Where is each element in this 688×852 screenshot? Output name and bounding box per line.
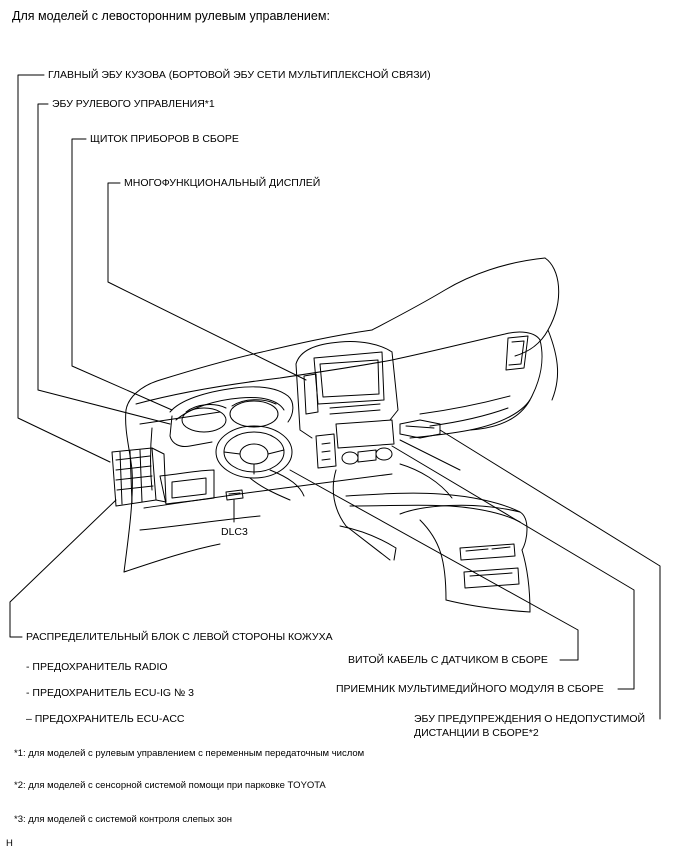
footnote-1: *1: для моделей с рулевым управлением с … [14, 748, 365, 759]
leader-lines [9, 74, 661, 720]
footnote-3: *3: для моделей с системой контроля слеп… [14, 814, 233, 825]
label-multi-display: МНОГОФУНКЦИОНАЛЬНЫЙ ДИСПЛЕЙ [124, 177, 321, 189]
label-junction-block: РАСПРЕДЕЛИТЕЛЬНЫЙ БЛОК С ЛЕВОЙ СТОРОНЫ К… [26, 631, 333, 643]
label-multimedia-receiver: ПРИЕМНИК МУЛЬТИМЕДИЙНОГО МОДУЛЯ В СБОРЕ [336, 683, 604, 695]
label-dlc3: DLC3 [221, 526, 248, 538]
label-body-ecu: ГЛАВНЫЙ ЭБУ КУЗОВА (БОРТОВОЙ ЭБУ СЕТИ МУ… [48, 69, 431, 81]
dlc3-connector-part [225, 489, 244, 501]
label-steering-ecu: ЭБУ РУЛЕВОГО УПРАВЛЕНИЯ*1 [52, 98, 215, 110]
diagram-title: Для моделей с левосторонним рулевым упра… [12, 9, 330, 23]
junction-block-part [111, 447, 167, 507]
label-clearance-ecu-line2: ДИСТАНЦИИ В СБОРЕ*2 [414, 727, 539, 739]
label-fuse-ecu-ig: - ПРЕДОХРАНИТЕЛЬ ECU-IG № 3 [26, 687, 195, 699]
label-clearance-ecu-line1: ЭБУ ПРЕДУПРЕЖДЕНИЯ О НЕДОПУСТИМОЙ [414, 713, 646, 725]
label-fuse-radio: - ПРЕДОХРАНИТЕЛЬ RADIO [26, 661, 168, 673]
label-fuse-ecu-acc: – ПРЕДОХРАНИТЕЛЬ ECU-ACC [26, 713, 185, 725]
corner-mark: H [6, 838, 13, 849]
dashboard-body [123, 257, 560, 613]
label-combination-meter: ЩИТОК ПРИБОРОВ В СБОРЕ [90, 133, 239, 145]
footnote-2: *2: для моделей с сенсорной системой пом… [14, 780, 326, 791]
label-spiral-cable: ВИТОЙ КАБЕЛЬ С ДАТЧИКОМ В СБОРЕ [348, 654, 548, 666]
